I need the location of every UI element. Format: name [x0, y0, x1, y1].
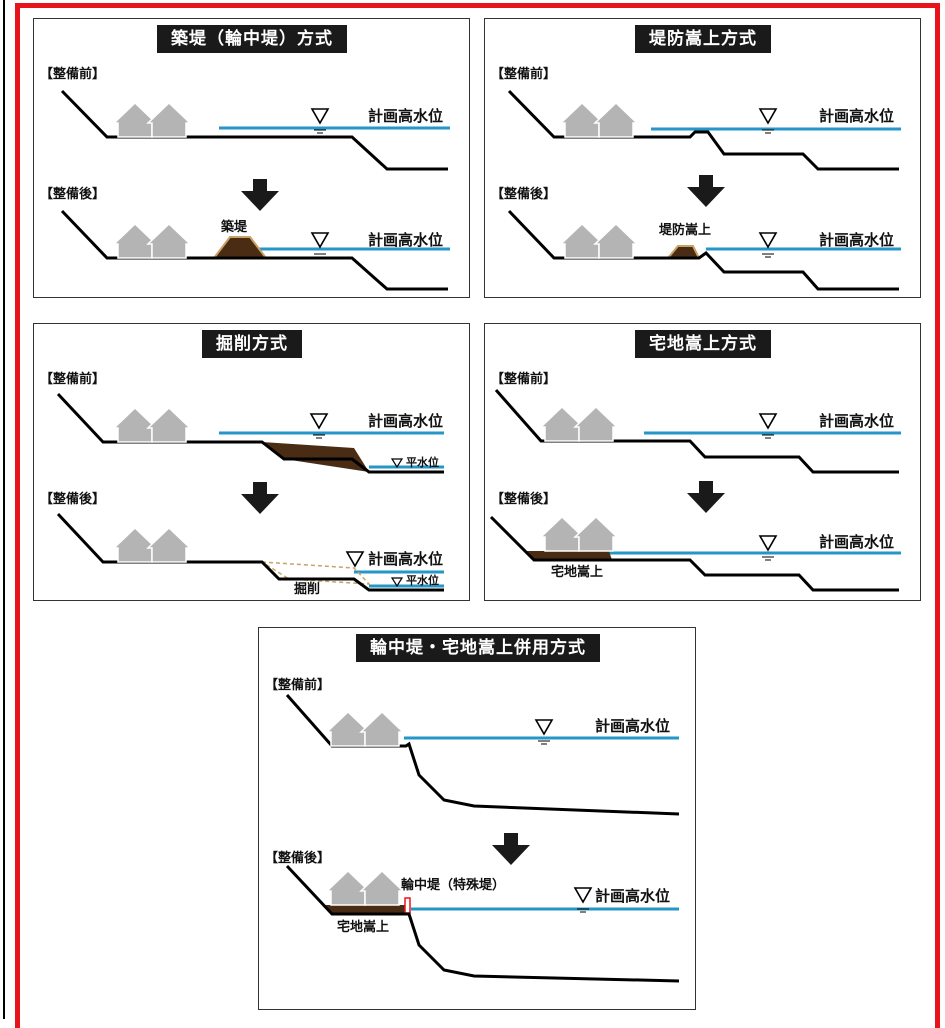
panel-title: 堤防嵩上方式 [635, 25, 771, 53]
house-icon [112, 406, 158, 443]
water-level-triangle-icon [309, 413, 329, 439]
panel-takuchi-diagram [489, 389, 901, 592]
panel-tsukitei: 築堤（輪中堤）方式 【整備前】 計画高水位 【整備後】 築堤 計画高水位 [33, 18, 470, 298]
embankment-shape [665, 245, 701, 259]
water-level-label: 計画高水位 [595, 717, 671, 735]
left-border-line [3, 0, 5, 1019]
house-icon [146, 101, 192, 138]
levee-label: 輪中堤（特殊堤） [401, 878, 506, 893]
panel-takuchi: 宅地嵩上方式 【整備前】 計画高水位 【整備後】 計画高水位 宅地嵩上 [484, 323, 921, 601]
work-label: 宅地嵩上 [551, 565, 604, 580]
panel-title: 築堤（輪中堤）方式 [157, 25, 347, 53]
water-level-triangle-icon [758, 232, 778, 258]
water-level-triangle-icon [310, 108, 330, 134]
down-arrow-icon [492, 833, 530, 865]
after-label: 【整備後】 [40, 492, 106, 507]
water-level-triangle-icon [390, 577, 404, 588]
down-arrow-icon [241, 179, 279, 211]
before-label: 【整備前】 [40, 372, 106, 387]
house-icon [559, 101, 605, 138]
work-label: 掘削 [294, 582, 321, 597]
normal-level-label: 平水位 [406, 574, 439, 587]
water-level-triangle-icon [758, 413, 778, 439]
after-section [60, 209, 450, 291]
panel-title: 輪中堤・宅地嵩上併用方式 [356, 634, 600, 662]
house-icon [593, 101, 639, 138]
panel-title: 掘削方式 [202, 330, 302, 358]
before-label: 【整備前】 [491, 372, 557, 387]
water-level-label: 計画高水位 [819, 533, 895, 551]
before-label: 【整備前】 [491, 67, 557, 82]
before-label: 【整備前】 [40, 67, 106, 82]
panel-kussaku: 掘削方式 【整備前】 計画高水位 平水位 【整備後】 計画高水位 平水位 掘削 [33, 323, 470, 601]
house-icon [146, 222, 192, 259]
panel-heiyou-diagram [285, 694, 680, 983]
panel-heiyou: 輪中堤・宅地嵩上併用方式 【整備前】 計画高水位 【整備後】 輪中堤（特殊堤） … [258, 627, 696, 1010]
before-section [60, 89, 450, 171]
house-icon [573, 405, 619, 442]
water-level-triangle-icon [390, 458, 404, 469]
diagram-frame [15, 3, 940, 1028]
house-icon [593, 222, 639, 259]
water-level-label: 計画高水位 [368, 550, 444, 568]
house-icon [359, 869, 405, 906]
excavation-zone [262, 442, 369, 472]
special-levee [404, 897, 411, 914]
before-section [285, 694, 680, 816]
water-level-triangle-icon [534, 719, 554, 745]
after-label: 【整備後】 [40, 187, 106, 202]
water-level-triangle-icon [758, 108, 778, 134]
house-icon [539, 405, 585, 442]
work-label: 築堤 [221, 220, 248, 235]
house-icon [325, 869, 371, 906]
down-arrow-icon [687, 481, 725, 513]
house-icon [359, 710, 405, 747]
embankment-shape [211, 236, 269, 259]
before-section [56, 392, 444, 474]
water-level-label: 計画高水位 [368, 412, 444, 430]
after-label: 【整備後】 [491, 187, 557, 202]
house-icon [112, 526, 158, 563]
house-icon [112, 222, 158, 259]
panel-kasaage: 堤防嵩上方式 【整備前】 計画高水位 【整備後】 堤防嵩上 計画高水位 [484, 18, 921, 298]
house-icon [325, 710, 371, 747]
water-level-label: 計画高水位 [368, 231, 444, 249]
normal-level-label: 平水位 [406, 456, 439, 469]
down-arrow-icon [241, 482, 279, 514]
panel-tsukitei-diagram [60, 89, 450, 291]
before-label: 【整備前】 [265, 678, 331, 693]
after-label: 【整備後】 [491, 492, 557, 507]
work-label: 堤防嵩上 [659, 223, 712, 238]
water-level-label: 計画高水位 [368, 107, 444, 125]
water-level-triangle-icon [758, 535, 778, 561]
water-level-triangle-icon [310, 232, 330, 258]
house-icon [559, 222, 605, 259]
after-section [56, 512, 444, 592]
house-icon [573, 515, 619, 552]
after-section [507, 209, 901, 291]
water-level-label: 計画高水位 [595, 887, 671, 905]
panel-title: 宅地嵩上方式 [635, 330, 771, 358]
house-icon [112, 101, 158, 138]
water-level-label: 計画高水位 [819, 412, 895, 430]
after-section [489, 515, 901, 592]
water-level-triangle-icon [573, 887, 593, 913]
before-section [507, 89, 901, 171]
house-icon [146, 406, 192, 443]
raised-ground [525, 551, 612, 560]
after-label: 【整備後】 [265, 851, 331, 866]
excavation-zone [261, 561, 371, 585]
water-level-label: 計画高水位 [819, 231, 895, 249]
raised-ground [324, 905, 408, 914]
before-section [494, 389, 901, 474]
panel-kasaage-diagram [507, 89, 901, 291]
house-icon [539, 515, 585, 552]
house-icon [146, 526, 192, 563]
work-label: 宅地嵩上 [337, 920, 390, 935]
water-level-triangle-icon [345, 551, 365, 568]
down-arrow-icon [687, 175, 725, 207]
panel-kussaku-diagram [56, 392, 444, 592]
water-level-label: 計画高水位 [819, 107, 895, 125]
after-section [285, 864, 680, 983]
